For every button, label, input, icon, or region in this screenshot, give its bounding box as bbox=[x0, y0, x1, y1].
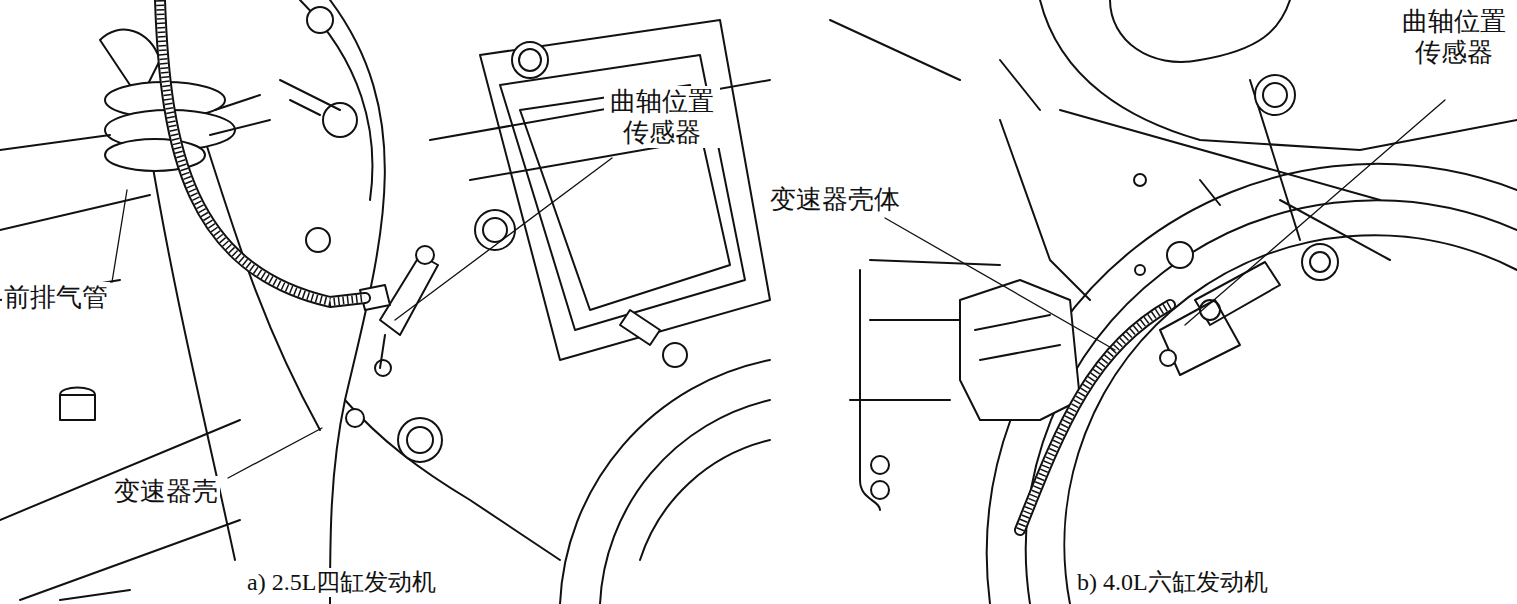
right-engine bbox=[830, 0, 1517, 604]
left-hose bbox=[160, 0, 365, 302]
part-label: 变速器壳 bbox=[112, 476, 220, 507]
part-label: 曲轴位置 传感器 bbox=[604, 86, 720, 148]
sub-caption: a) 2.5L四缸发动机 bbox=[245, 568, 438, 597]
left-engine bbox=[0, 0, 770, 604]
part-label: 前排气管 bbox=[2, 282, 110, 313]
part-label: 曲轴位置 传感器 bbox=[1396, 6, 1512, 68]
sub-caption: b) 4.0L六缸发动机 bbox=[1075, 568, 1270, 597]
leader-lines bbox=[112, 100, 1445, 478]
part-label: 变速器壳体 bbox=[768, 184, 902, 215]
